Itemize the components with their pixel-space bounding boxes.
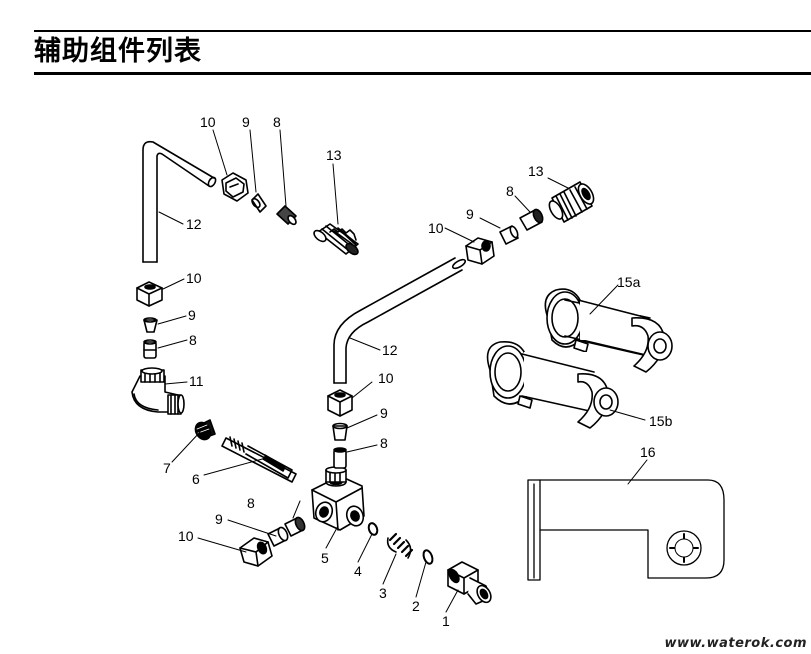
callout-probe-tube: 6: [192, 471, 200, 487]
callout-lower-sleeve: 8: [247, 495, 255, 511]
callout-spring: 3: [379, 585, 387, 601]
bracket-part: [527, 479, 725, 581]
elbow-part: [131, 367, 185, 415]
right-nut-low-part: [327, 389, 353, 417]
right-sleeve-top-part: [519, 208, 544, 231]
callout-bracket: 16: [640, 444, 656, 460]
lower-nut-part: [239, 537, 273, 567]
right-sleeve-low-part: [333, 447, 347, 469]
right-tube-part: [333, 257, 467, 384]
callout-right-tube: 12: [382, 342, 398, 358]
spring-part: [386, 532, 414, 559]
left-ferrule-mid-part: [143, 317, 158, 333]
callout-right-sleeve-low: 8: [380, 435, 388, 451]
callout-right-nut-top: 10: [428, 220, 444, 236]
washer-part: [422, 549, 434, 565]
callout-left-tube: 12: [186, 216, 202, 232]
callout-labels: 10 9 8 13 12 10 9 8 11 7 6 5 8 9 10 4 3 …: [163, 114, 673, 629]
callout-end-fitting: 1: [442, 613, 450, 629]
left-nut-top-part: [221, 172, 249, 202]
left-nut-mid-part: [136, 281, 163, 307]
strainer-part: [194, 419, 216, 441]
leader-lines: [157, 129, 648, 613]
o-ring-part: [367, 522, 379, 536]
callout-tee-body: 5: [321, 550, 329, 566]
left-sleeve-top-part: [276, 205, 297, 226]
lower-sleeve-part: [284, 516, 306, 537]
callout-right-sleeve-top: 8: [506, 183, 514, 199]
callout-washer: 2: [412, 598, 420, 614]
page-title: 辅助组件列表: [34, 36, 202, 67]
callout-strainer: 7: [163, 460, 171, 476]
callout-right-ferrule-low: 9: [380, 405, 388, 421]
right-nut-top-part: [465, 237, 495, 265]
callout-right-connector: 13: [528, 163, 544, 179]
callout-left-nut-top: 10: [200, 114, 216, 130]
left-tube-part: [142, 140, 217, 263]
clamp-b-part: [486, 340, 619, 429]
callout-clamp-b: 15b: [649, 413, 673, 429]
callout-clamp-a: 15a: [617, 274, 641, 290]
callout-elbow: 11: [189, 373, 204, 389]
right-ferrule-low-part: [332, 422, 348, 441]
clamp-a-part: [544, 288, 673, 373]
callout-left-sleeve-mid: 8: [189, 332, 197, 348]
left-ferrule-top-part: [251, 193, 267, 213]
callout-lower-nut: 10: [178, 528, 194, 544]
lower-ferrule-part: [267, 526, 289, 547]
header-rule-top: [34, 30, 811, 32]
watermark: www.waterok.com: [664, 636, 807, 651]
callout-left-sleeve-top: 8: [273, 114, 281, 130]
callout-right-nut-low: 10: [378, 370, 394, 386]
callout-right-ferrule-top: 9: [466, 206, 474, 222]
callout-left-nut-mid: 10: [186, 270, 202, 286]
callout-left-ferrule-mid: 9: [188, 307, 196, 323]
left-sleeve-mid-part: [143, 339, 157, 359]
callout-left-ferrule-top: 9: [242, 114, 250, 130]
left-connector-part: [313, 223, 359, 256]
end-fitting-part: [447, 561, 492, 605]
callout-left-connector: 13: [326, 147, 342, 163]
callout-o-ring: 4: [354, 563, 362, 579]
right-connector-part: [548, 181, 595, 223]
tee-body-part: [311, 466, 365, 531]
header-rule-bottom: [34, 72, 811, 75]
right-ferrule-top-part: [499, 225, 519, 245]
callout-lower-ferrule: 9: [215, 511, 223, 527]
